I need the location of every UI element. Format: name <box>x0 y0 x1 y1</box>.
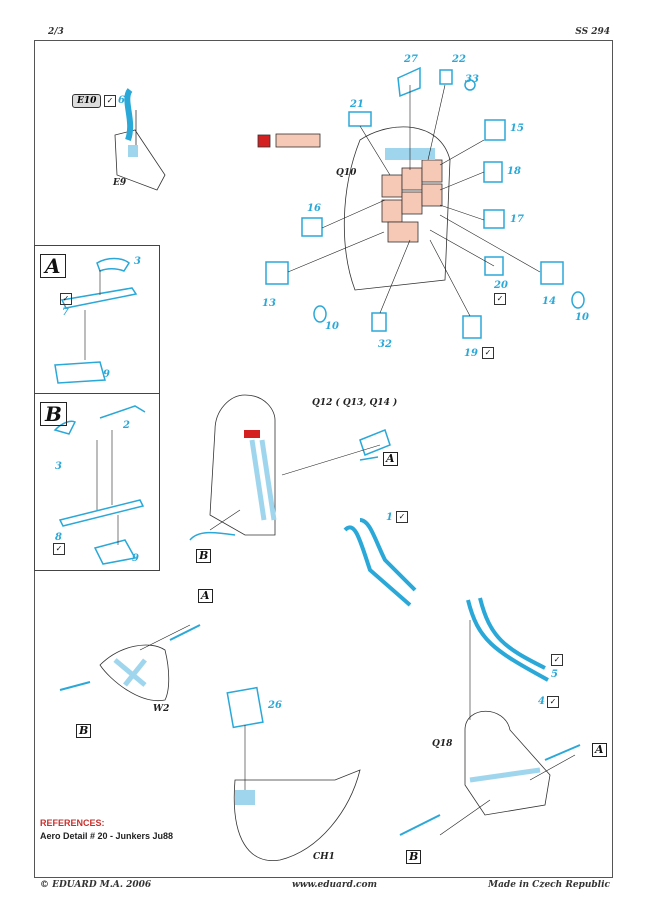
check-icon: ✓ <box>494 293 506 305</box>
part-label: 6 <box>118 95 125 106</box>
step-a-ref: A <box>592 743 607 757</box>
website-link[interactable]: www.eduard.com <box>292 880 378 890</box>
part-label: 7 <box>62 307 69 318</box>
part-label: 9 <box>132 553 139 564</box>
page-number: 2/3 <box>48 27 64 37</box>
part-label: 20 <box>494 280 508 291</box>
part-label: 3 <box>55 461 62 472</box>
part-label: 32 <box>378 339 392 350</box>
step-a-ref: A <box>198 589 213 603</box>
part-label: 21 <box>350 99 364 110</box>
part-label: 16 <box>307 203 321 214</box>
part-label: 33 <box>465 74 479 85</box>
step-a-ref: A <box>383 452 398 466</box>
part-label: 4 <box>538 696 545 707</box>
step-b-box <box>34 393 160 571</box>
check-icon: ✓ <box>396 511 408 523</box>
set-code: SS 294 <box>575 27 610 37</box>
copyright: © EDUARD M.A. 2006 <box>40 880 152 890</box>
part-label: 14 <box>542 296 556 307</box>
part-q18 <box>464 710 551 816</box>
part-label: 17 <box>510 214 524 225</box>
check-icon: ✓ <box>60 293 72 305</box>
origin: Made in Czech Republic <box>488 880 610 890</box>
references-title: REFERENCES: <box>40 818 105 828</box>
step-b-ref: B <box>196 549 212 563</box>
step-a-label: A <box>40 254 66 278</box>
check-icon: ✓ <box>547 696 559 708</box>
part-label: 2 <box>123 420 130 431</box>
alt-part-badge: E10 <box>72 94 102 108</box>
step-b-ref: B <box>406 850 422 864</box>
part-label: 10 <box>325 321 339 332</box>
part-label: 18 <box>507 166 521 177</box>
check-icon: ✓ <box>104 95 116 107</box>
part-label: 1 <box>386 512 393 523</box>
part-label: 10 <box>575 312 589 323</box>
step-b-ref: B <box>76 724 92 738</box>
part-6 <box>124 88 134 141</box>
part-label: Q10 <box>336 168 357 178</box>
check-icon: ✓ <box>551 654 563 666</box>
part-label: 19 <box>464 348 478 359</box>
part-label: E9 <box>113 178 127 188</box>
part-ch1 <box>233 769 361 862</box>
part-label: 9 <box>103 369 110 380</box>
part-label: Q18 <box>432 739 453 749</box>
part-label: 13 <box>262 298 276 309</box>
check-icon: ✓ <box>53 543 65 555</box>
part-label: 5 <box>551 669 558 680</box>
part-label: 3 <box>134 256 141 267</box>
part-label: W2 <box>153 704 170 714</box>
part-label: 22 <box>452 54 466 65</box>
part-label: Q12 ( Q13, Q14 ) <box>312 398 398 408</box>
part-label: 8 <box>55 532 62 543</box>
references-item: Aero Detail # 20 - Junkers Ju88 <box>40 831 174 841</box>
part-label: 27 <box>404 54 418 65</box>
part-label: 26 <box>268 700 282 711</box>
part-label: CH1 <box>313 852 335 862</box>
part-label: 15 <box>510 123 524 134</box>
step-b-label: B <box>40 402 67 426</box>
check-icon: ✓ <box>482 347 494 359</box>
